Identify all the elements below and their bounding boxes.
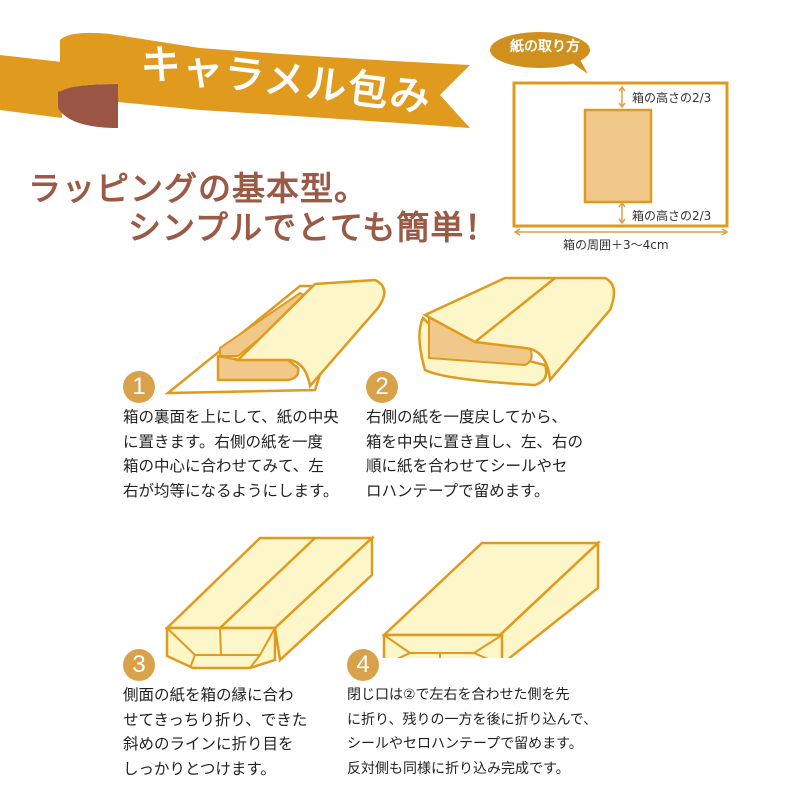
step-2-text: 右側の紙を一度戻してから、 箱を中央に置き直し、左、右の 順に紙を合わせてシール… <box>366 408 584 500</box>
headline-line-2: シンプルでとても簡単！ <box>128 208 499 247</box>
step-1-badge: 1 <box>123 371 155 403</box>
top-margin-label: 箱の高さの2/3 <box>632 91 712 105</box>
step-2-illustration <box>418 276 616 387</box>
step-4-text: 閉じ口は②で左右を合わせた側を先 に折り、残りの一方を後に折り込んで、 シールや… <box>347 687 598 777</box>
width-label: 箱の周囲＋3〜4cm <box>563 238 669 252</box>
step-3-illustration <box>165 535 375 670</box>
step-3-text: 側面の紙を箱の縁に合わ せてきっちり折り、できた 斜めのラインに折り目を しっか… <box>123 686 308 778</box>
paper-guide-title: 紙の取り方 <box>510 39 580 55</box>
speech-bubble <box>490 32 590 74</box>
paper-layout-diagram <box>512 81 729 236</box>
step-4-badge: 4 <box>347 649 379 681</box>
step-4-illustration <box>382 540 602 658</box>
step-1-text: 箱の裏面を上にして、紙の中央 に置きます。右側の紙を一度 箱の中心に合わせてみて… <box>123 408 339 500</box>
headline-line-1: ラッピングの基本型。 <box>28 169 368 208</box>
step-2-badge: 2 <box>366 371 398 403</box>
bottom-margin-label: 箱の高さの2/3 <box>632 209 712 223</box>
step-1-illustration <box>164 278 386 395</box>
ribbon-banner <box>0 32 470 128</box>
step-3-badge: 3 <box>123 649 155 681</box>
